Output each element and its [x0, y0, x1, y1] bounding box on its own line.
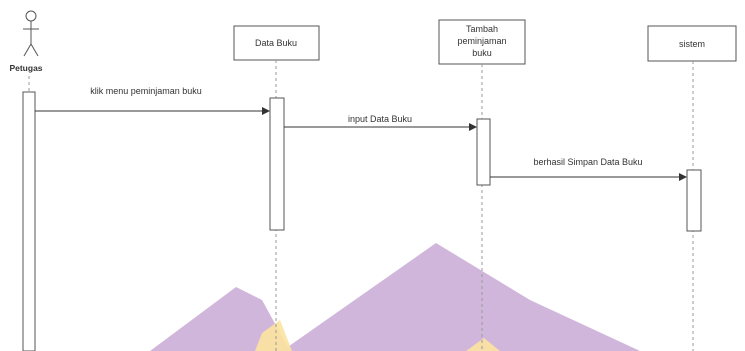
message-2: input Data Buku — [284, 114, 477, 131]
lifeline-label-line-2: peminjaman — [457, 36, 506, 46]
lifeline-label-line-1: Tambah — [466, 24, 498, 34]
lifeline-tambah-peminjaman: Tambah peminjaman buku — [438, 19, 526, 351]
lifeline-label-line-3: buku — [472, 48, 492, 58]
message-3: berhasil Simpan Data Buku — [490, 157, 687, 181]
watermark-purple-center — [282, 243, 640, 351]
activation-bar — [686, 169, 702, 232]
message-label: input Data Buku — [348, 114, 412, 124]
actor-petugas: Petugas — [9, 10, 43, 351]
message-label: klik menu peminjaman buku — [90, 86, 202, 96]
lifeline-header-box — [647, 25, 737, 62]
stick-figure-icon — [23, 10, 39, 57]
lifeline-header-box — [438, 19, 526, 65]
watermark-yellow-left — [255, 320, 292, 351]
actor-activation — [22, 91, 36, 351]
activation-bar — [269, 97, 285, 231]
activation-bar — [476, 118, 491, 186]
watermark-purple-left — [150, 287, 290, 351]
message-label: berhasil Simpan Data Buku — [533, 157, 642, 167]
message-1: klik menu peminjaman buku — [35, 86, 270, 115]
lifeline-header-box — [233, 25, 320, 61]
actor-name: Petugas — [9, 63, 42, 73]
watermark-yellow-center — [466, 338, 500, 351]
watermark-decoration — [150, 243, 640, 351]
lifeline-label: Data Buku — [255, 38, 297, 48]
lifeline-sistem: sistem — [647, 25, 737, 351]
lifeline-label: sistem — [679, 39, 705, 49]
lifeline-data-buku: Data Buku — [233, 25, 320, 351]
